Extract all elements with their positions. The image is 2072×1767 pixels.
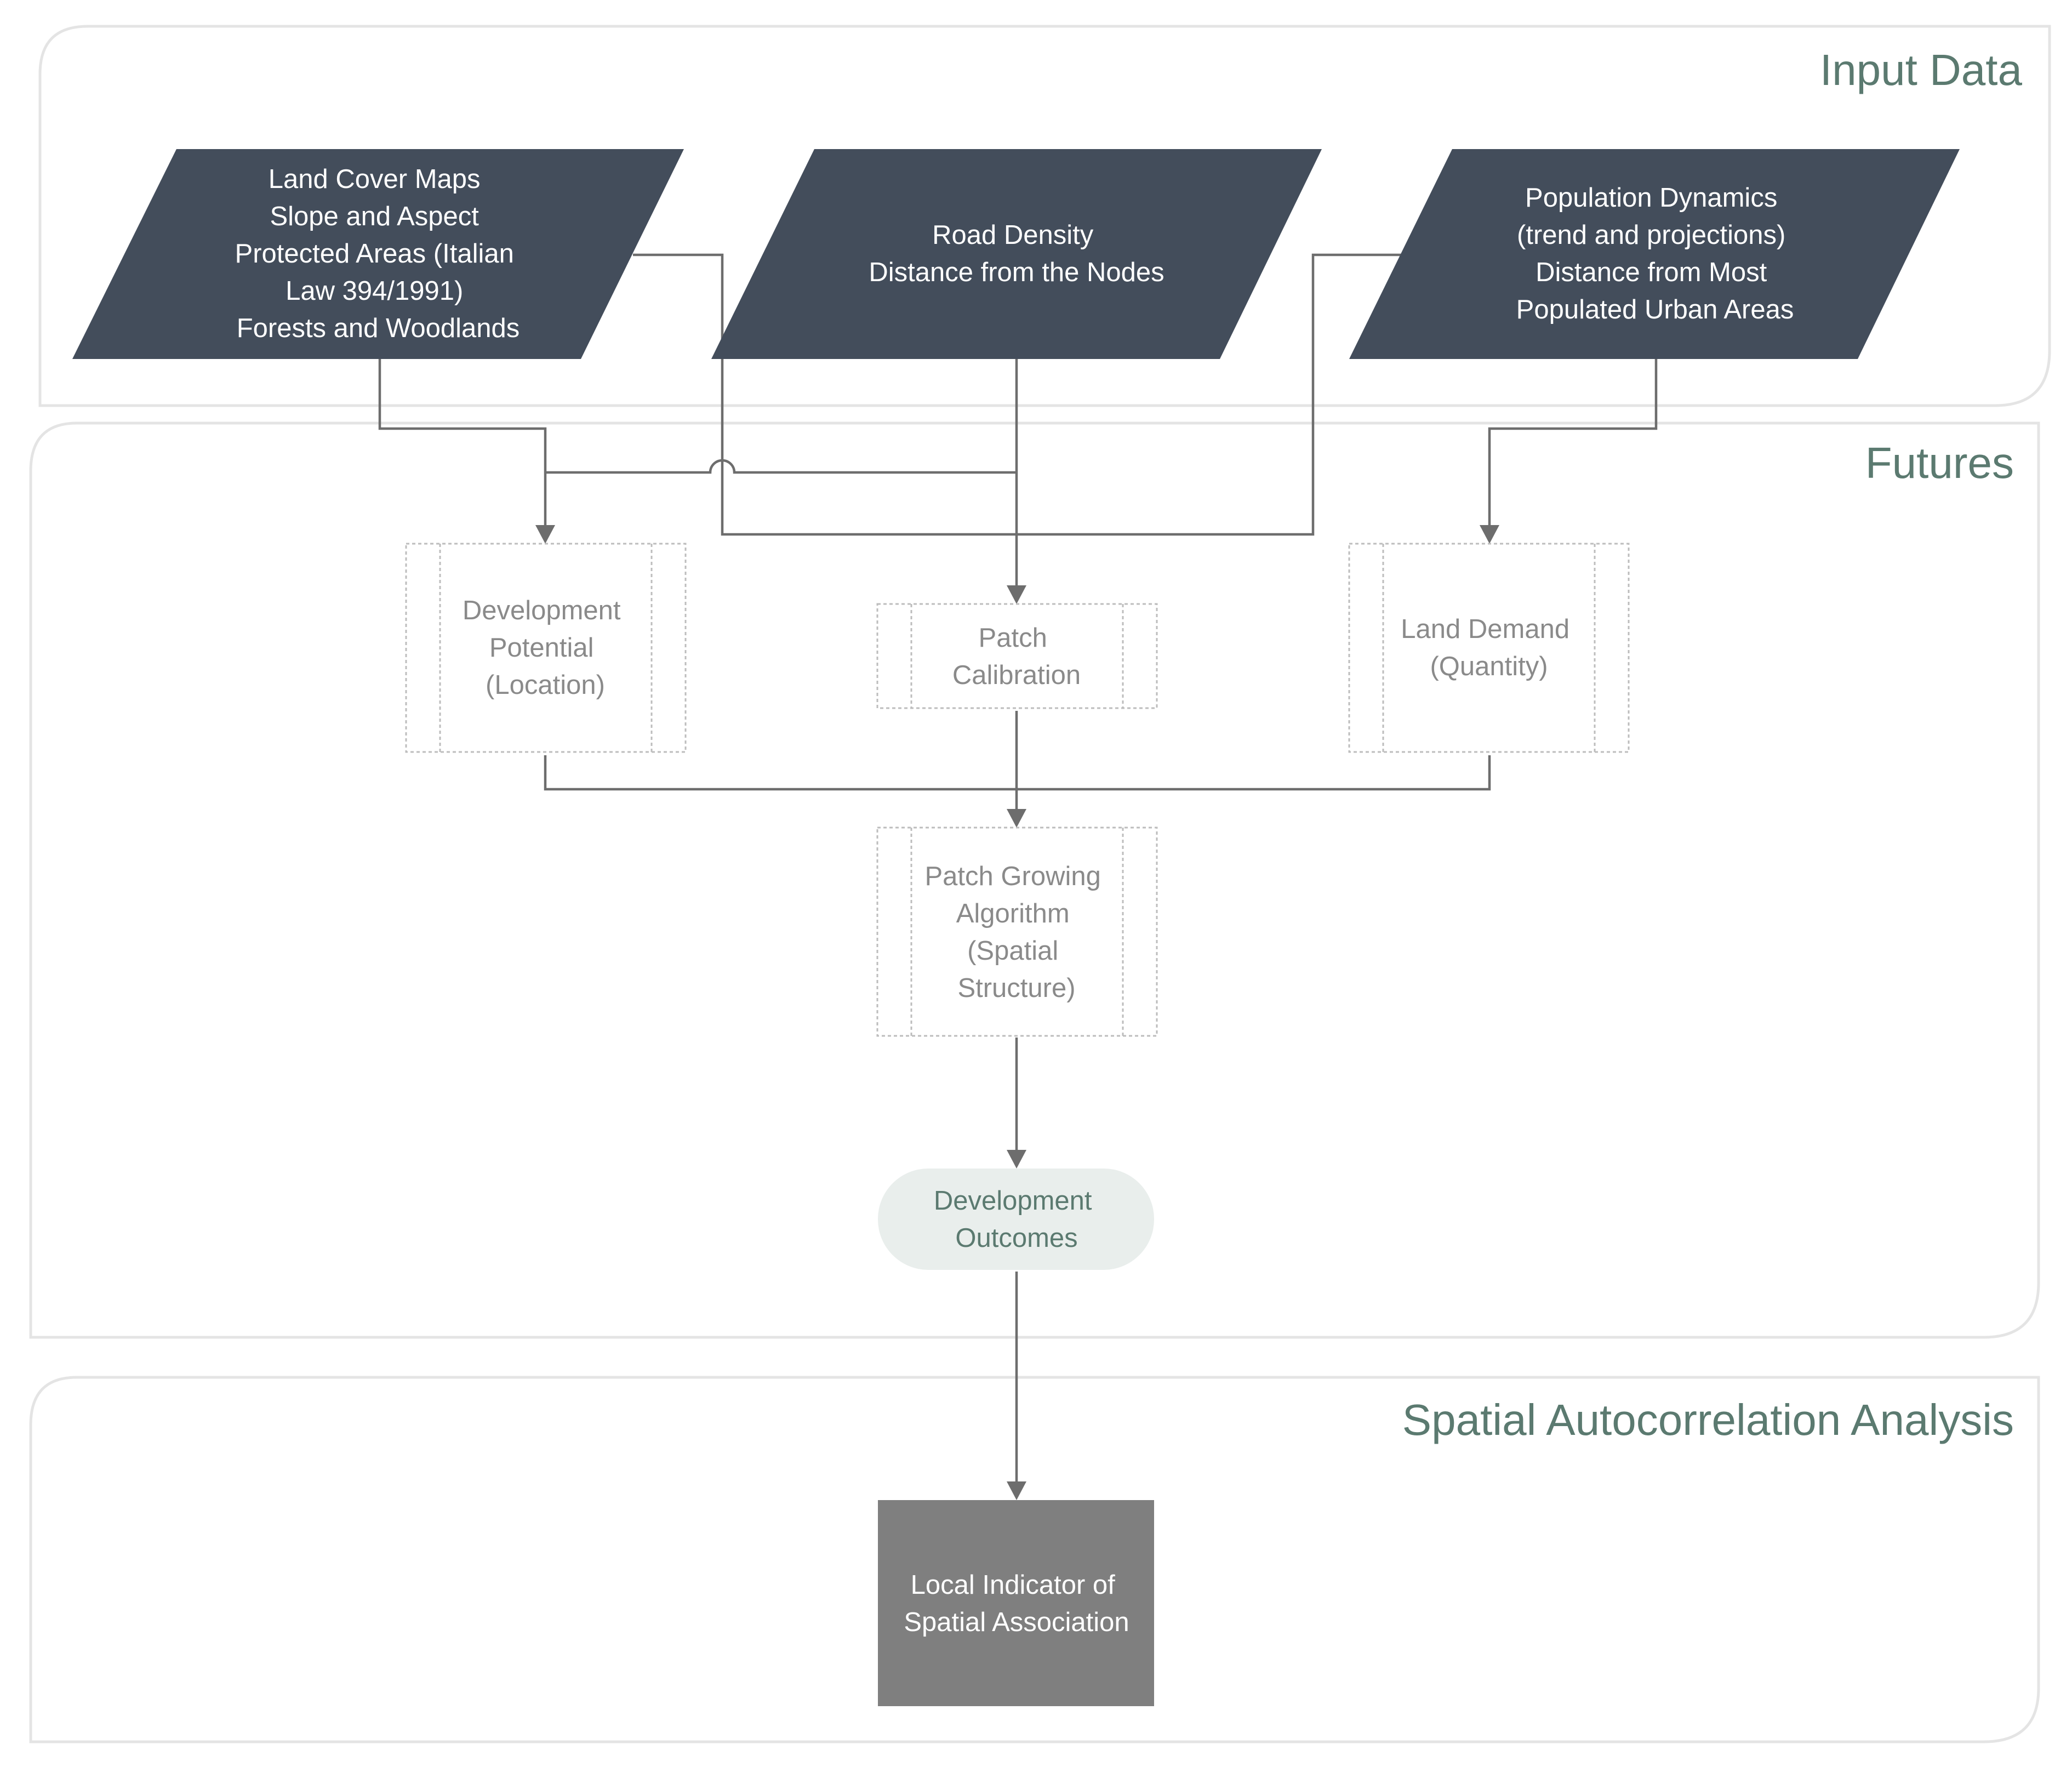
input-land-line-5: Forests and Woodlands: [237, 314, 520, 343]
input-population-line-2: (trend and projections): [1517, 220, 1785, 250]
process-growing-line-2: Algorithm: [956, 899, 1070, 928]
spatial-analysis-title: Spatial Autocorrelation Analysis: [1402, 1395, 2014, 1444]
process-demand-line-2: (Quantity): [1430, 652, 1548, 681]
connectors: [378, 253, 1658, 1500]
outcomes-line-2: Outcomes: [955, 1223, 1077, 1253]
arrowhead-outcomes: [1007, 1150, 1026, 1168]
terminator-development-outcomes: Development Outcomes: [878, 1168, 1154, 1270]
process-growing-line-1: Patch Growing: [925, 862, 1101, 891]
svg-text:Development Outcomes: Development Outcomes: [934, 1186, 1099, 1253]
connector-land-to-potential: [378, 359, 547, 526]
input-road-shape: [711, 149, 1322, 359]
input-road-line-1: Road Density: [932, 220, 1094, 250]
input-population-shape: [1349, 149, 1960, 359]
futures-title: Futures: [1865, 438, 2014, 487]
input-population: Population Dynamics (trend and projectio…: [1349, 149, 1960, 359]
arrowhead-demand: [1480, 525, 1499, 544]
svg-text:Development Potential: Development Potential (Location): [463, 596, 628, 700]
lisa-line-2: Spatial Association: [904, 1608, 1129, 1637]
svg-text:Patch Growing Algorithm: Patch Growing Algorithm (Spatial Structu…: [925, 862, 1109, 1003]
svg-text:Population Dynamics (tre: Population Dynamics (trend and projectio…: [1516, 183, 1794, 324]
process-potential-line-1: Development: [463, 596, 621, 625]
arrowhead-calibration: [1007, 585, 1026, 604]
input-population-line-1: Population Dynamics: [1525, 183, 1777, 213]
arrowhead-lisa: [1007, 1481, 1026, 1500]
input-road-line-2: Distance from the Nodes: [869, 258, 1164, 287]
connector-land-to-calibration: [633, 253, 1403, 536]
outcomes-shape: [878, 1168, 1154, 1270]
input-land-line-4: Law 394/1991): [286, 276, 463, 306]
input-land-line-1: Land Cover Maps: [269, 164, 481, 194]
input-land-cover: Land Cover Maps Slope and Aspect Protect…: [72, 149, 684, 359]
process-calibration-line-1: Patch: [979, 623, 1047, 653]
process-growing-line-3: (Spatial: [967, 936, 1058, 966]
process-patch-growing-box: [876, 827, 1158, 1037]
process-potential-line-2: Potential: [489, 633, 594, 663]
input-land-cover-shape: [72, 149, 684, 359]
input-population-line-4: Populated Urban Areas: [1516, 295, 1794, 324]
input-land-line-2: Slope and Aspect: [270, 202, 479, 231]
input-land-line-3: Protected Areas (Italian: [235, 239, 514, 269]
process-growing-line-4: Structure): [957, 973, 1075, 1003]
input-population-line-3: Distance from Most: [1536, 258, 1767, 287]
lisa-box: Local Indicator of Spatial Association: [878, 1500, 1154, 1706]
connector-population-to-demand: [1488, 359, 1658, 526]
process-potential-line-3: (Location): [486, 670, 605, 700]
svg-text:Patch Calibration: Patch Calibration: [952, 623, 1081, 690]
process-patch-growing: Patch Growing Algorithm (Spatial Structu…: [876, 827, 1158, 1037]
input-road: Road Density Distance from the Nodes: [711, 149, 1322, 359]
process-development-potential: Development Potential (Location): [405, 543, 687, 753]
svg-text:Land Demand (Quantity): Land Demand (Quantity): [1401, 614, 1577, 681]
input-data-title: Input Data: [1820, 45, 2023, 94]
svg-text:Land Cover Maps Slope an: Land Cover Maps Slope and Aspect Protect…: [235, 164, 522, 343]
process-land-demand-box: [1348, 543, 1630, 753]
lisa-line-1: Local Indicator of: [911, 1570, 1116, 1600]
outcomes-line-1: Development: [934, 1186, 1092, 1216]
process-land-demand: Land Demand (Quantity): [1348, 543, 1630, 753]
process-demand-line-1: Land Demand: [1401, 614, 1569, 644]
svg-text:Local Indicator of Spati: Local Indicator of Spatial Association: [904, 1570, 1129, 1637]
arrowhead-growing: [1007, 809, 1026, 828]
svg-text:Road Density Distance fr: Road Density Distance from the Nodes: [869, 220, 1164, 287]
arrowhead-potential: [535, 525, 555, 544]
lisa-shape: [878, 1500, 1154, 1706]
process-patch-calibration: Patch Calibration: [876, 603, 1158, 709]
process-patch-calibration-box: [876, 603, 1158, 709]
process-calibration-line-2: Calibration: [952, 660, 1081, 690]
process-development-potential-box: [405, 543, 687, 753]
